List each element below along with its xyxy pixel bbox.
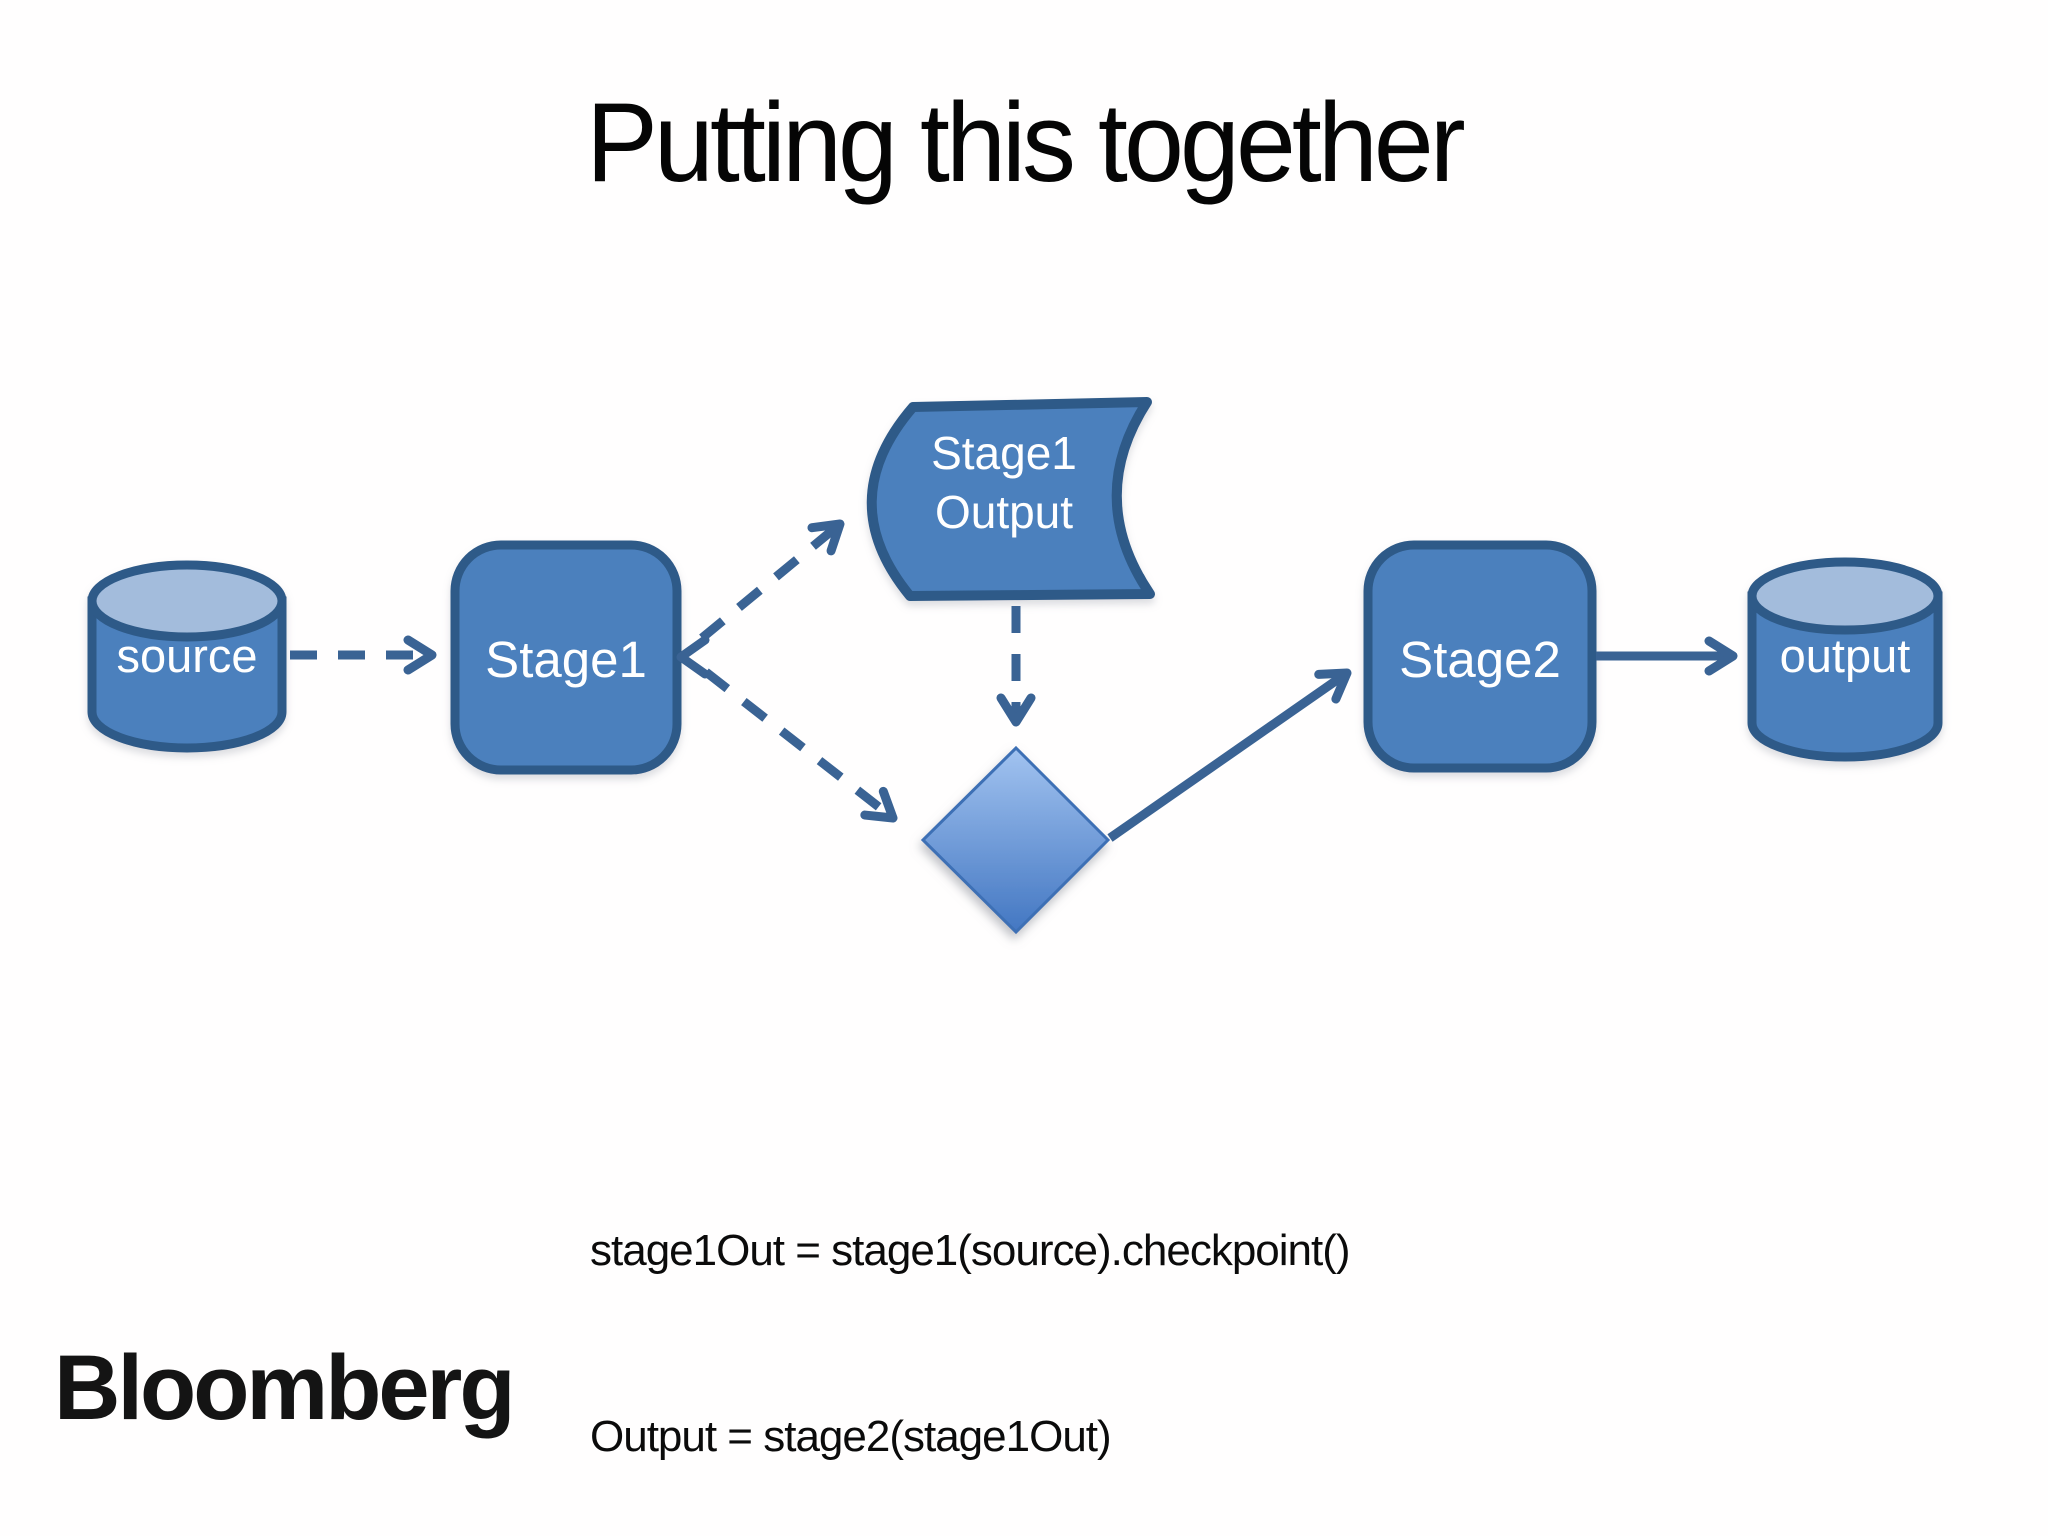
edge-stage1-decision: [703, 668, 898, 823]
label-stage2: Stage2: [1399, 631, 1561, 688]
code-line-1: stage1Out = stage1(source).checkpoint(): [590, 1226, 1351, 1275]
node-stage1-output: [866, 397, 1155, 601]
label-stage1-output-line2: Output: [934, 486, 1074, 538]
node-stage2: [1363, 540, 1597, 773]
node-output: [1747, 557, 1943, 762]
slide-title: Putting this together: [586, 80, 1466, 205]
label-output: output: [1779, 629, 1911, 682]
edge-decision-stage2: [1107, 668, 1352, 842]
node-source: [87, 560, 287, 753]
bloomberg-logo: Bloomberg: [54, 1337, 516, 1439]
label-stage1-output-line1: Stage1: [931, 427, 1077, 479]
edge-arrowhead-into-stage1: [676, 635, 710, 679]
node-checkpoint-decision: [920, 745, 1111, 935]
edge-stage1-stage1output: [699, 519, 845, 642]
label-source: source: [116, 629, 258, 682]
label-stage1: Stage1: [485, 631, 647, 688]
code-snippet: stage1Out = stage1(source).checkpoint() …: [590, 1096, 1351, 1536]
code-line-2: Output = stage2(stage1Out): [590, 1412, 1112, 1461]
label-stage1-output: Stage1 Output: [880, 424, 1128, 542]
